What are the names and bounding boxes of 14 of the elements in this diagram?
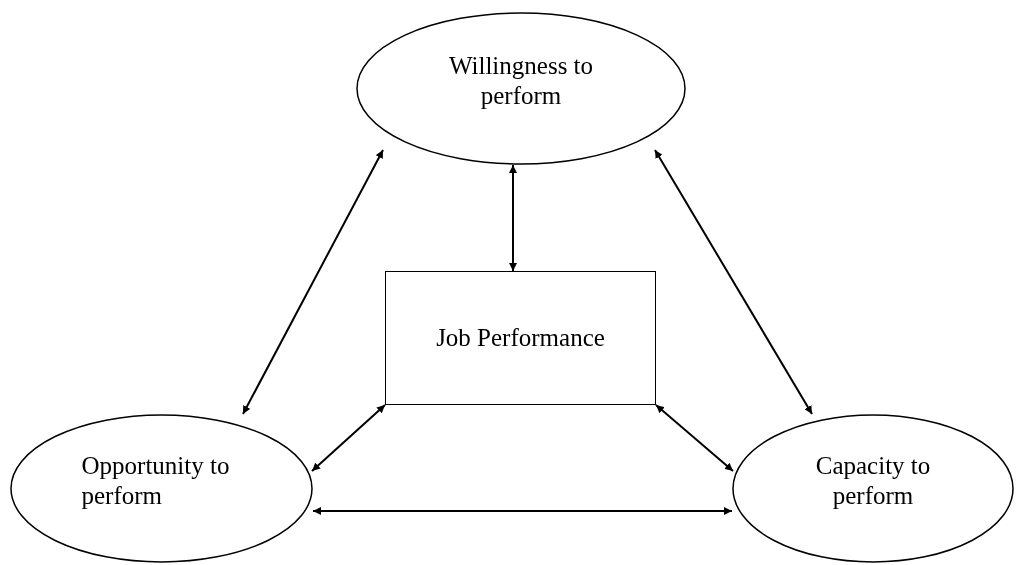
- ellipse-node: [356, 12, 686, 165]
- double-headed-arrow: [242, 149, 384, 415]
- ellipse-node: [732, 414, 1014, 563]
- double-headed-arrow: [654, 149, 813, 415]
- double-headed-arrow: [312, 507, 733, 515]
- rectangle-node: [385, 271, 656, 405]
- node-label: Opportunity to perform: [81, 450, 231, 511]
- ellipse-node: [10, 414, 313, 563]
- node-label: Capacity to perform: [814, 450, 932, 511]
- double-headed-arrow: [655, 404, 734, 472]
- double-headed-arrow: [311, 404, 386, 472]
- node-label: Willingness to perform: [447, 50, 595, 111]
- double-headed-arrow: [509, 164, 517, 272]
- node-label: Job Performance: [436, 323, 605, 353]
